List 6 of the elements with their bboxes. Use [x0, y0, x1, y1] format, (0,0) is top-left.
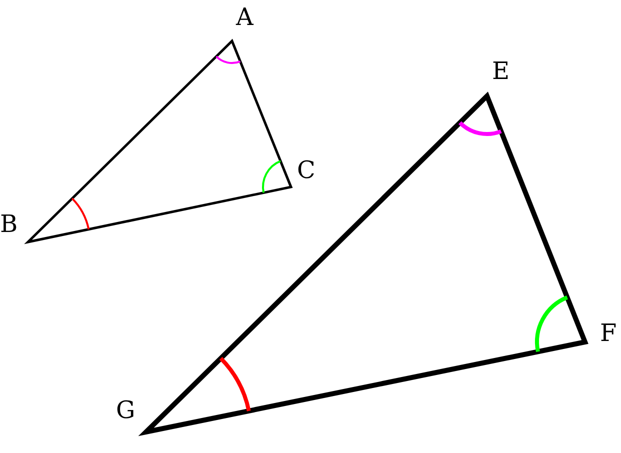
vertex-label: F — [600, 320, 617, 346]
vertex-label: C — [297, 157, 316, 183]
vertex-label: A — [236, 4, 254, 30]
vertex-label: E — [492, 58, 510, 84]
vertex-label: B — [0, 211, 18, 237]
vertex-label: G — [116, 397, 136, 423]
